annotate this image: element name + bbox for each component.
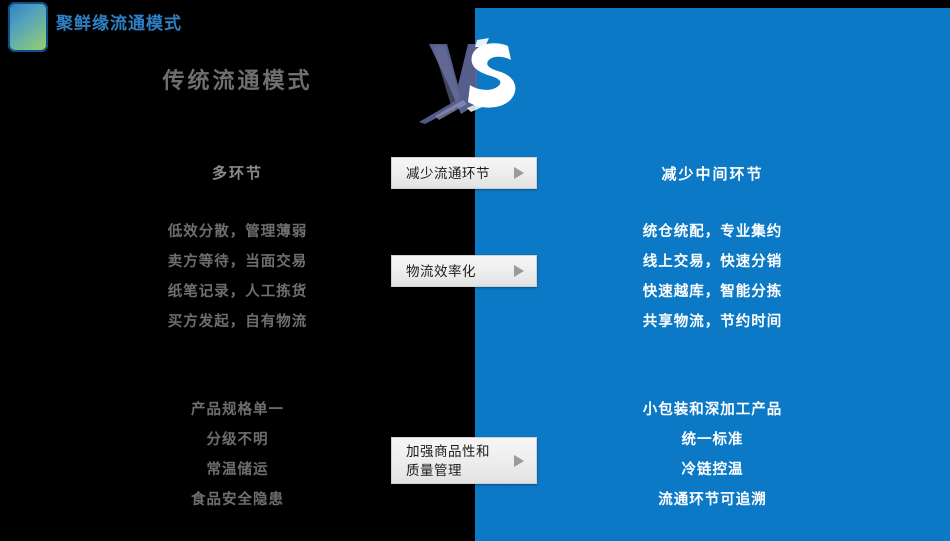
callout-label: 物流效率化 xyxy=(406,263,476,279)
new-model-section-2-list: 小包装和深加工产品 统一标准 冷链控温 流通环节可追溯 xyxy=(475,395,950,515)
callout-label-line-1: 加强商品性和 xyxy=(406,443,490,459)
traditional-section-1-list: 低效分散，管理薄弱 卖方等待，当面交易 纸笔记录，人工拣货 买方发起，自有物流 xyxy=(0,217,475,337)
list-item: 共享物流，节约时间 xyxy=(642,314,783,330)
list-item: 常温储运 xyxy=(206,462,269,478)
triangle-right-icon xyxy=(514,265,524,277)
app-logo-icon xyxy=(8,2,48,52)
list-item: 冷链控温 xyxy=(681,462,744,478)
callout-label: 减少流通环节 xyxy=(406,165,490,181)
callout-label-line-2: 质量管理 xyxy=(406,462,462,478)
new-model-section-1-heading: 减少中间环节 xyxy=(661,166,764,183)
callout-label: 加强商品性和 质量管理 xyxy=(406,442,490,480)
list-item: 线上交易，快速分销 xyxy=(642,254,783,270)
list-item: 产品规格单一 xyxy=(191,402,284,418)
list-item: 小包装和深加工产品 xyxy=(642,402,783,418)
list-item: 纸笔记录，人工拣货 xyxy=(167,284,308,300)
traditional-model-title: 传统流通模式 xyxy=(162,68,313,93)
list-item: 分级不明 xyxy=(206,432,269,448)
traditional-section-1-heading: 多环节 xyxy=(211,165,263,182)
list-item: 买方发起，自有物流 xyxy=(167,314,308,330)
list-item: 流通环节可追溯 xyxy=(658,492,767,508)
list-item: 统仓统配，专业集约 xyxy=(642,224,783,240)
new-model-section-1-list: 统仓统配，专业集约 线上交易，快速分销 快速越库，智能分拣 共享物流，节约时间 xyxy=(475,217,950,337)
list-item: 快速越库，智能分拣 xyxy=(642,284,783,300)
list-item: 卖方等待，当面交易 xyxy=(167,254,308,270)
list-item: 统一标准 xyxy=(681,432,744,448)
new-model-blue-panel xyxy=(475,8,950,541)
callout-reduce-circulation-links[interactable]: 减少流通环节 xyxy=(391,157,537,189)
triangle-right-icon xyxy=(514,454,524,467)
callout-strengthen-quality-management[interactable]: 加强商品性和 质量管理 xyxy=(391,437,537,484)
callout-logistics-efficiency[interactable]: 物流效率化 xyxy=(391,255,537,287)
triangle-right-icon xyxy=(514,167,524,179)
page-title: 聚鲜缘流通模式 xyxy=(56,14,182,33)
list-item: 低效分散，管理薄弱 xyxy=(167,224,308,240)
vs-versus-icon xyxy=(419,38,516,124)
traditional-section-2-list: 产品规格单一 分级不明 常温储运 食品安全隐患 xyxy=(0,395,475,515)
list-item: 食品安全隐患 xyxy=(191,492,284,508)
